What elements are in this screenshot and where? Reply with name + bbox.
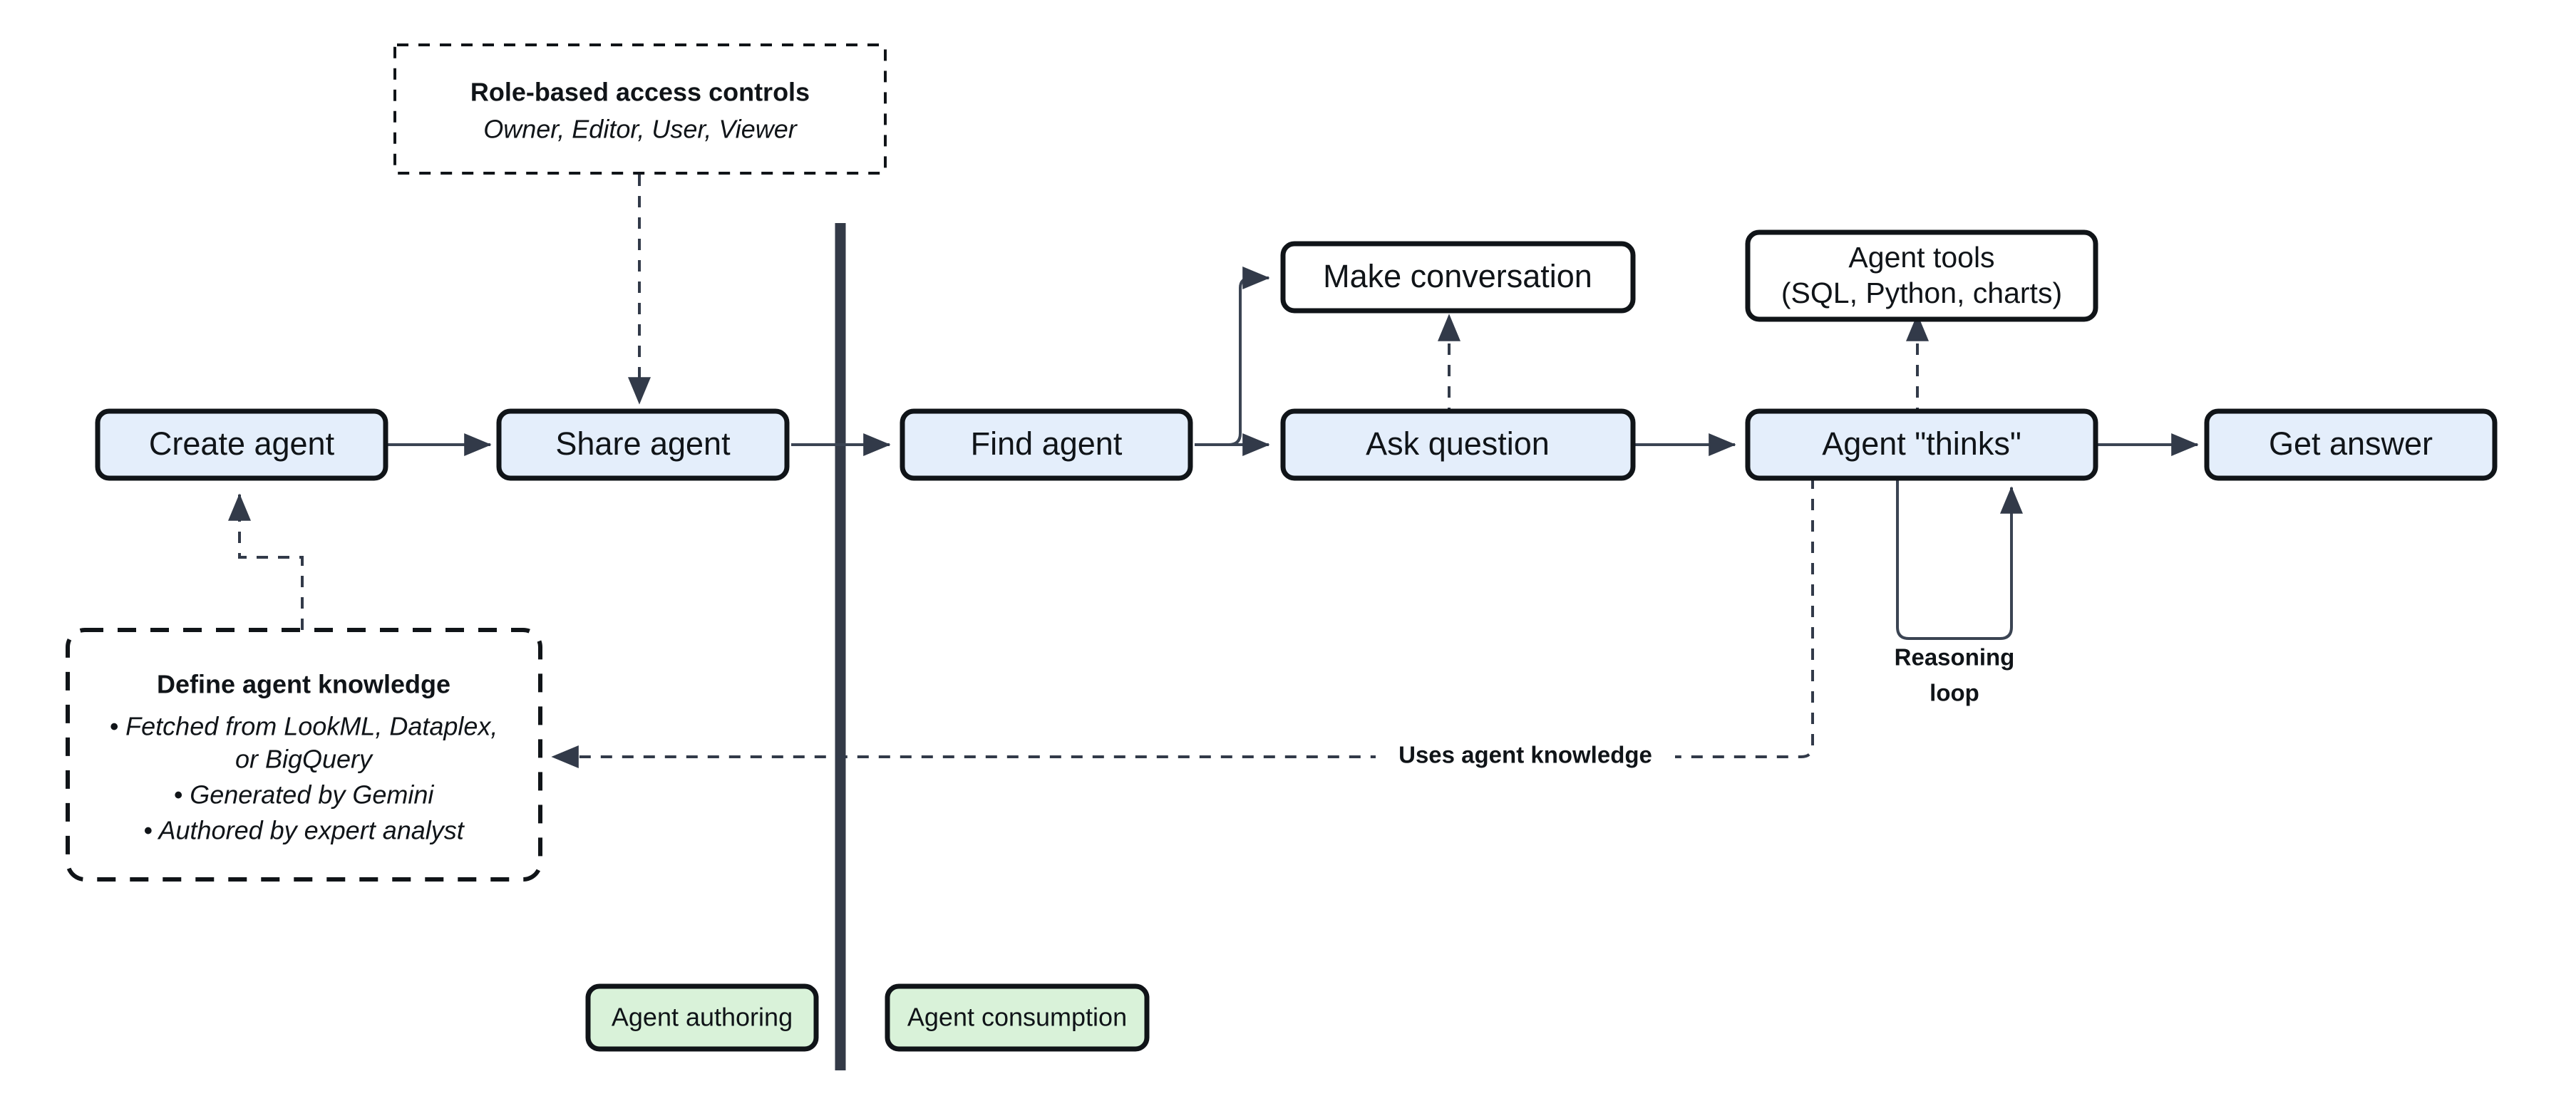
note-knowledge-bullet-2: • Generated by Gemini <box>174 780 435 810</box>
node-share-agent-box[interactable] <box>496 408 790 481</box>
node-ask-question[interactable]: Ask question <box>1280 408 1636 481</box>
note-knowledge-bullet-3: • Authored by expert analyst <box>143 816 465 845</box>
label-uses-agent-knowledge: Uses agent knowledge <box>1398 742 1652 768</box>
node-agent-tools[interactable]: Agent tools (SQL, Python, charts) <box>1745 229 2098 322</box>
label-reasoning-loop-line1: Reasoning <box>1895 644 2015 671</box>
node-share-agent-label: Share agent <box>555 425 731 462</box>
legend-agent-consumption-box[interactable] <box>885 983 1150 1052</box>
note-role-based-access-controls: Role-based access controls Owner, Editor… <box>393 43 887 175</box>
node-share-agent[interactable]: Share agent <box>496 408 790 481</box>
node-make-conversation-box[interactable] <box>1280 241 1636 314</box>
node-ask-question-label: Ask question <box>1366 425 1550 462</box>
connector-find-to-make-conversation <box>1195 267 1270 446</box>
connector-reasoning-loop <box>1896 477 2023 640</box>
note-rbac-box <box>393 43 887 175</box>
node-create-agent-box[interactable] <box>95 408 388 481</box>
node-get-answer[interactable]: Get answer <box>2204 408 2498 481</box>
node-agent-thinks-box[interactable] <box>1745 408 2098 481</box>
label-reasoning-loop-line2: loop <box>1930 680 1979 706</box>
node-agent-thinks[interactable]: Agent "thinks" <box>1745 408 2098 481</box>
node-make-conversation-label: Make conversation <box>1323 258 1592 294</box>
note-knowledge-box <box>66 628 542 882</box>
legend-agent-authoring[interactable]: Agent authoring <box>585 983 819 1052</box>
label-uses-agent-knowledge-backdrop <box>1376 740 1675 774</box>
note-rbac-title: Role-based access controls <box>470 78 810 107</box>
node-agent-tools-box[interactable] <box>1745 229 2098 322</box>
note-knowledge-bullet-1-cont: or BigQuery <box>235 745 373 774</box>
node-create-agent-label: Create agent <box>149 425 335 462</box>
note-knowledge-title: Define agent knowledge <box>157 670 450 699</box>
legend-agent-authoring-label: Agent authoring <box>612 1003 793 1032</box>
node-get-answer-label: Get answer <box>2269 425 2433 462</box>
note-rbac-subtitle: Owner, Editor, User, Viewer <box>483 115 798 144</box>
node-ask-question-box[interactable] <box>1280 408 1636 481</box>
connector-knowledge-to-create-agent <box>228 493 304 630</box>
node-agent-thinks-label: Agent "thinks" <box>1822 425 2021 462</box>
label-reasoning-loop: Reasoning loop <box>1895 644 2015 706</box>
node-create-agent[interactable]: Create agent <box>95 408 388 481</box>
node-get-answer-box[interactable] <box>2204 408 2498 481</box>
connector-uses-agent-knowledge <box>551 477 1814 768</box>
node-find-agent[interactable]: Find agent <box>900 408 1193 481</box>
node-make-conversation[interactable]: Make conversation <box>1280 241 1636 314</box>
note-knowledge-bullet-1: • Fetched from LookML, Dataplex, <box>110 712 498 741</box>
legend-agent-authoring-box[interactable] <box>585 983 819 1052</box>
node-agent-tools-label-line1: Agent tools <box>1848 241 1994 274</box>
node-find-agent-box[interactable] <box>900 408 1193 481</box>
legend-agent-consumption-label: Agent consumption <box>907 1003 1127 1032</box>
note-define-agent-knowledge: Define agent knowledge • Fetched from Lo… <box>66 628 542 882</box>
node-find-agent-label: Find agent <box>971 425 1123 462</box>
node-agent-tools-label-line2: (SQL, Python, charts) <box>1781 276 2062 309</box>
legend-agent-consumption[interactable]: Agent consumption <box>885 983 1150 1052</box>
